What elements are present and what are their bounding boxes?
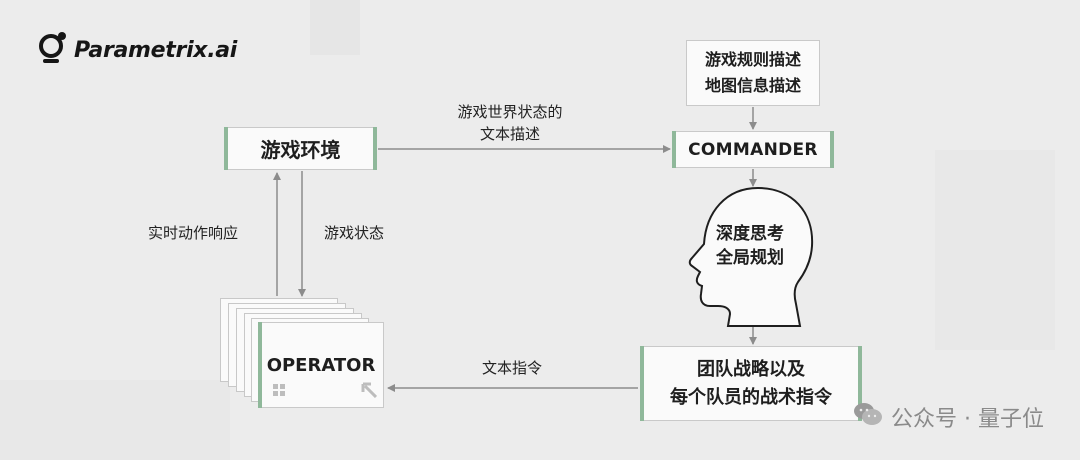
thinking-label-line1: 深度思考 [716,224,784,244]
operator-label: OPERATOR [266,354,376,376]
rules-node: 游戏规则描述 地图信息描述 [686,40,820,106]
head-silhouette-icon [688,186,814,327]
brand-logo: Parametrix.ai [38,30,237,70]
wechat-icon [853,401,883,433]
background-shape [310,0,360,55]
thinking-label-line2: 全局规划 [716,248,784,268]
strategy-label-line2: 每个队员的战术指令 [670,386,832,408]
rules-label-line1: 游戏规则描述 [704,50,801,69]
edge-label-line2: 文本描述 [479,125,540,143]
parametrix-logo-icon [38,31,68,69]
background-shape [0,380,230,460]
rules-label-line2: 地图信息描述 [704,76,801,95]
strategy-label-line1: 团队战略以及 [697,358,805,380]
edge-label-line1: 游戏世界状态的 [457,103,563,121]
environment-node: 游戏环境 [224,127,377,170]
commander-node: COMMANDER [672,131,834,168]
commander-label: COMMANDER [688,139,818,160]
environment-label: 游戏环境 [260,138,341,162]
edge-label-env-to-operator: 游戏状态 [324,224,385,242]
grid-dots-icon [273,380,285,401]
edge-label-env-to-commander: 游戏世界状态的 文本描述 [450,101,570,145]
strategy-node: 团队战略以及 每个队员的战术指令 [640,346,862,421]
watermark: 公众号 · 量子位 [853,399,1044,435]
brand-name: Parametrix.ai [74,37,238,63]
edge-label-strategy-to-operator: 文本指令 [482,359,543,377]
corner-arrow-icon [361,382,378,403]
operator-node: OPERATOR [258,322,384,408]
thinking-node: 深度思考 全局规划 [690,222,810,270]
edge-label-operator-to-env: 实时动作响应 [148,224,239,242]
background-shape [935,150,1055,350]
watermark-text: 公众号 · 量子位 [891,407,1044,432]
